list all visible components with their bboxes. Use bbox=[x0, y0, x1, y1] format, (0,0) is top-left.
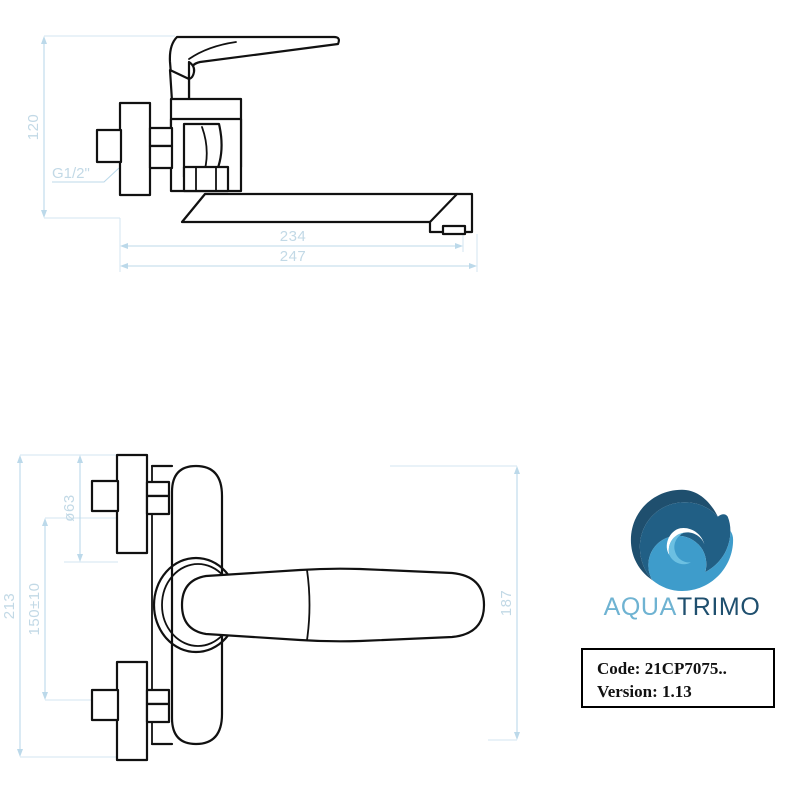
dimension-diameter-63: ø63 bbox=[61, 454, 118, 563]
faucet-plan-geometry bbox=[90, 453, 486, 762]
spout-tip bbox=[428, 192, 474, 234]
connector-nut-bottom-b bbox=[145, 702, 171, 724]
dimension-150pm10-label: 150±10 bbox=[26, 583, 43, 636]
handle-neck-line bbox=[306, 569, 311, 641]
connector-nut-top-b bbox=[145, 494, 171, 516]
aquatrimo-swirl-logo-icon bbox=[630, 489, 734, 591]
spout-swivel-nut bbox=[182, 165, 230, 193]
dimension-247-label: 247 bbox=[280, 248, 307, 265]
dimension-213-label: 213 bbox=[1, 593, 18, 620]
product-code-line: Code: 21CP7075.. bbox=[597, 659, 727, 678]
dimension-120: 120 bbox=[25, 35, 175, 219]
dimension-diameter-63-label: ø63 bbox=[61, 494, 78, 521]
dimension-120-label: 120 bbox=[25, 114, 42, 141]
branding-panel: AQUATRIMO Code: 21CP7075.. Version: 1.13 bbox=[572, 487, 792, 722]
faucet-side-geometry bbox=[95, 35, 474, 236]
connector-nut-top-a bbox=[145, 480, 171, 498]
callout-thread-size: G1/2" bbox=[52, 165, 120, 183]
connector-nut-lower bbox=[148, 144, 174, 170]
inlet-nipple bbox=[95, 128, 123, 164]
lever-handle-plan bbox=[180, 567, 486, 643]
dimension-187: 187 bbox=[390, 465, 520, 741]
handle-pivot-nub bbox=[187, 60, 196, 81]
logo-block: AQUATRIMO bbox=[572, 487, 792, 622]
version-line: Version: 1.13 bbox=[597, 682, 692, 701]
dimension-234-label: 234 bbox=[280, 228, 307, 245]
logo-wordmark-trimo: TRIMO bbox=[676, 593, 761, 621]
aerator-outlet bbox=[441, 224, 467, 236]
dimension-187-label: 187 bbox=[498, 590, 515, 617]
info-box: Code: 21CP7075.. Version: 1.13 bbox=[581, 648, 775, 708]
dimension-150pm10: 150±10 bbox=[26, 517, 145, 701]
escutcheon-flange-top bbox=[115, 453, 149, 555]
escutcheon-flange-bottom bbox=[115, 660, 149, 762]
inlet-nipple-bottom bbox=[90, 688, 120, 722]
logo-wordmark: AQUATRIMO bbox=[572, 593, 792, 622]
dimension-247: 247 bbox=[119, 234, 478, 272]
callout-thread-size-label: G1/2" bbox=[52, 165, 90, 182]
logo-wordmark-aqua: AQUA bbox=[603, 593, 677, 621]
connector-nut-bottom-a bbox=[145, 688, 171, 706]
lever-handle-underside bbox=[188, 41, 237, 60]
inlet-nipple-top bbox=[90, 479, 120, 513]
